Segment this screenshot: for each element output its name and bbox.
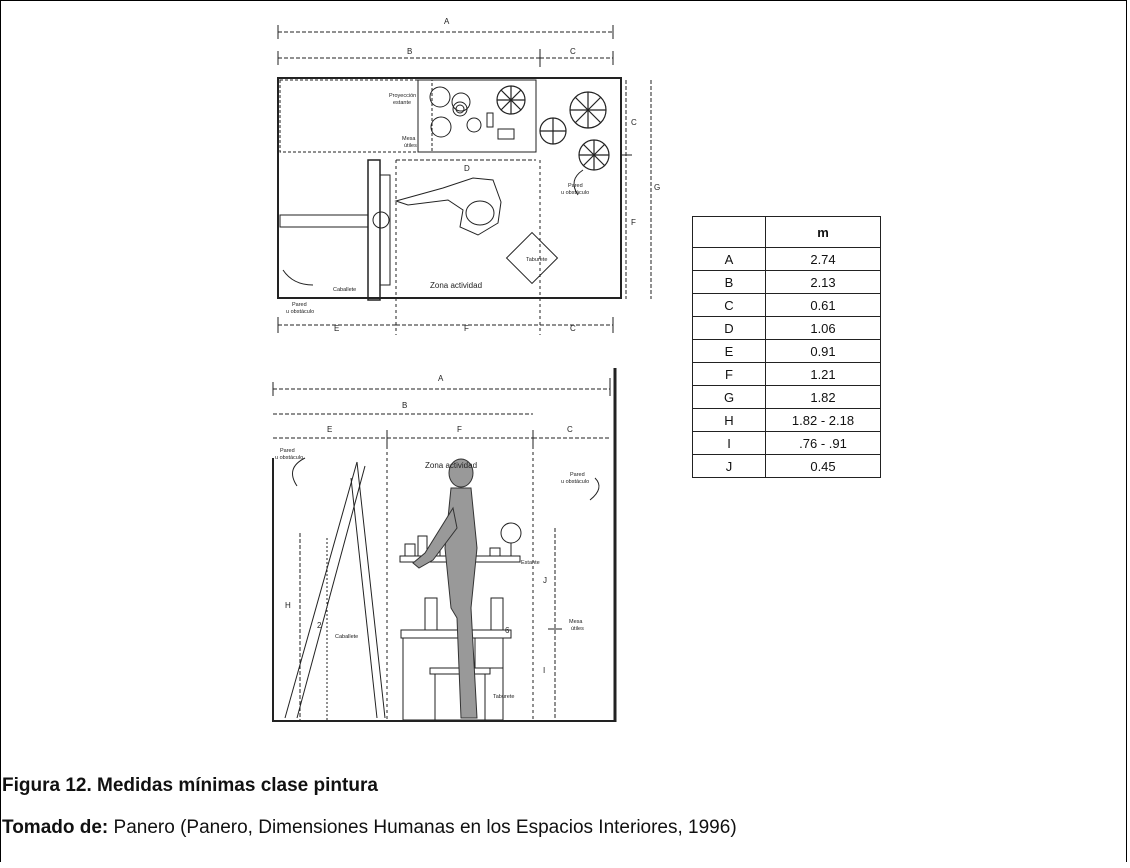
- plan-dim-c-bottom: C: [570, 324, 576, 333]
- plan-label-zona: Zona actividad: [430, 281, 482, 290]
- elev-dim-i: I: [543, 666, 545, 675]
- elev-dim-6: 6: [505, 626, 510, 635]
- plan-label-mesa: Mesa: [402, 136, 416, 142]
- table-header-blank: [692, 216, 766, 248]
- elev-label-obstaculo-left: u obstáculo: [275, 455, 303, 461]
- elev-label-caballete: Caballete: [335, 634, 358, 640]
- table-row-key: C: [692, 293, 766, 317]
- plan-dim-d: D: [464, 164, 470, 173]
- elev-dim-e: E: [327, 425, 332, 434]
- elev-label-obstaculo-right: u obstáculo: [561, 479, 589, 485]
- plan-label-caballete: Caballete: [333, 287, 356, 293]
- plan-label-utiles: útiles: [404, 143, 417, 149]
- plan-dim-f-side: F: [631, 218, 636, 227]
- plan-label-pared-right: Pared: [568, 183, 583, 189]
- plan-dim-a: A: [444, 17, 450, 26]
- table-row-key: I: [692, 431, 766, 455]
- plan-label-estante: estante: [393, 100, 411, 106]
- table-row-value: .76 - .91: [765, 431, 881, 455]
- table-row-key: J: [692, 454, 766, 478]
- table-row-value: 1.82 - 2.18: [765, 408, 881, 432]
- elev-dim-b: B: [402, 401, 407, 410]
- plan-dim-b: B: [407, 47, 412, 56]
- table-row-value: 0.45: [765, 454, 881, 478]
- plan-dim-c-side: C: [631, 118, 637, 127]
- table-row-key: F: [692, 362, 766, 386]
- table-row: I.76 - .91: [692, 431, 881, 455]
- elev-dim-j: J: [543, 576, 547, 585]
- table-row-value: 2.74: [765, 247, 881, 271]
- plan-dim-e: E: [334, 324, 339, 333]
- plan-dim-f: F: [464, 324, 469, 333]
- plan-label-obstaculo-right: u obstáculo: [561, 190, 589, 196]
- table-row-value: 1.21: [765, 362, 881, 386]
- elevation-view-drawing: A B E F C H 2 J I 6 Pared u obstáculo Zo…: [272, 368, 617, 722]
- plan-label-obstaculo-left: u obstáculo: [286, 309, 314, 315]
- elev-label-estante: Estante: [521, 560, 540, 566]
- table-header-row: m: [692, 216, 881, 248]
- elev-label-mesa: Mesa: [569, 619, 583, 625]
- figure-caption: Figura 12. Medidas mínimas clase pintura: [2, 775, 378, 796]
- plan-view-drawing: A B C D C F G E F C Proyección estante M…: [277, 17, 660, 335]
- elev-label-taburete: Taburete: [493, 694, 514, 700]
- elev-dim-h: H: [285, 601, 291, 610]
- table-row-key: E: [692, 339, 766, 363]
- elev-dim-f: F: [457, 425, 462, 434]
- elev-label-utiles: útiles: [571, 626, 584, 632]
- table-row-value: 1.06: [765, 316, 881, 340]
- table-row-key: B: [692, 270, 766, 294]
- table-row-key: H: [692, 408, 766, 432]
- figure-source: Tomado de: Panero (Panero, Dimensiones H…: [2, 817, 737, 839]
- table-row-key: D: [692, 316, 766, 340]
- table-row-key: G: [692, 385, 766, 409]
- table-row-value: 1.82: [765, 385, 881, 409]
- elev-dim-2: 2: [317, 621, 322, 630]
- plan-label-proyeccion: Proyección: [389, 93, 416, 99]
- source-text: Panero (Panero, Dimensiones Humanas en l…: [108, 817, 737, 838]
- elev-dim-c: C: [567, 425, 573, 434]
- table-row-value: 0.91: [765, 339, 881, 363]
- plan-label-pared-left: Pared: [292, 302, 307, 308]
- plan-dim-g: G: [654, 183, 660, 192]
- table-row-value: 0.61: [765, 293, 881, 317]
- plan-label-taburete: Taburete: [526, 257, 547, 263]
- plan-dim-c-top: C: [570, 47, 576, 56]
- table-row-value: 2.13: [765, 270, 881, 294]
- elev-label-pared-left: Pared: [280, 448, 295, 454]
- elev-dim-a: A: [438, 374, 444, 383]
- source-label: Tomado de:: [2, 817, 109, 838]
- elev-label-zona: Zona actividad: [425, 461, 477, 470]
- table-header-unit: m: [765, 216, 881, 248]
- table-row-key: A: [692, 247, 766, 271]
- elev-label-pared-right: Pared: [570, 472, 585, 478]
